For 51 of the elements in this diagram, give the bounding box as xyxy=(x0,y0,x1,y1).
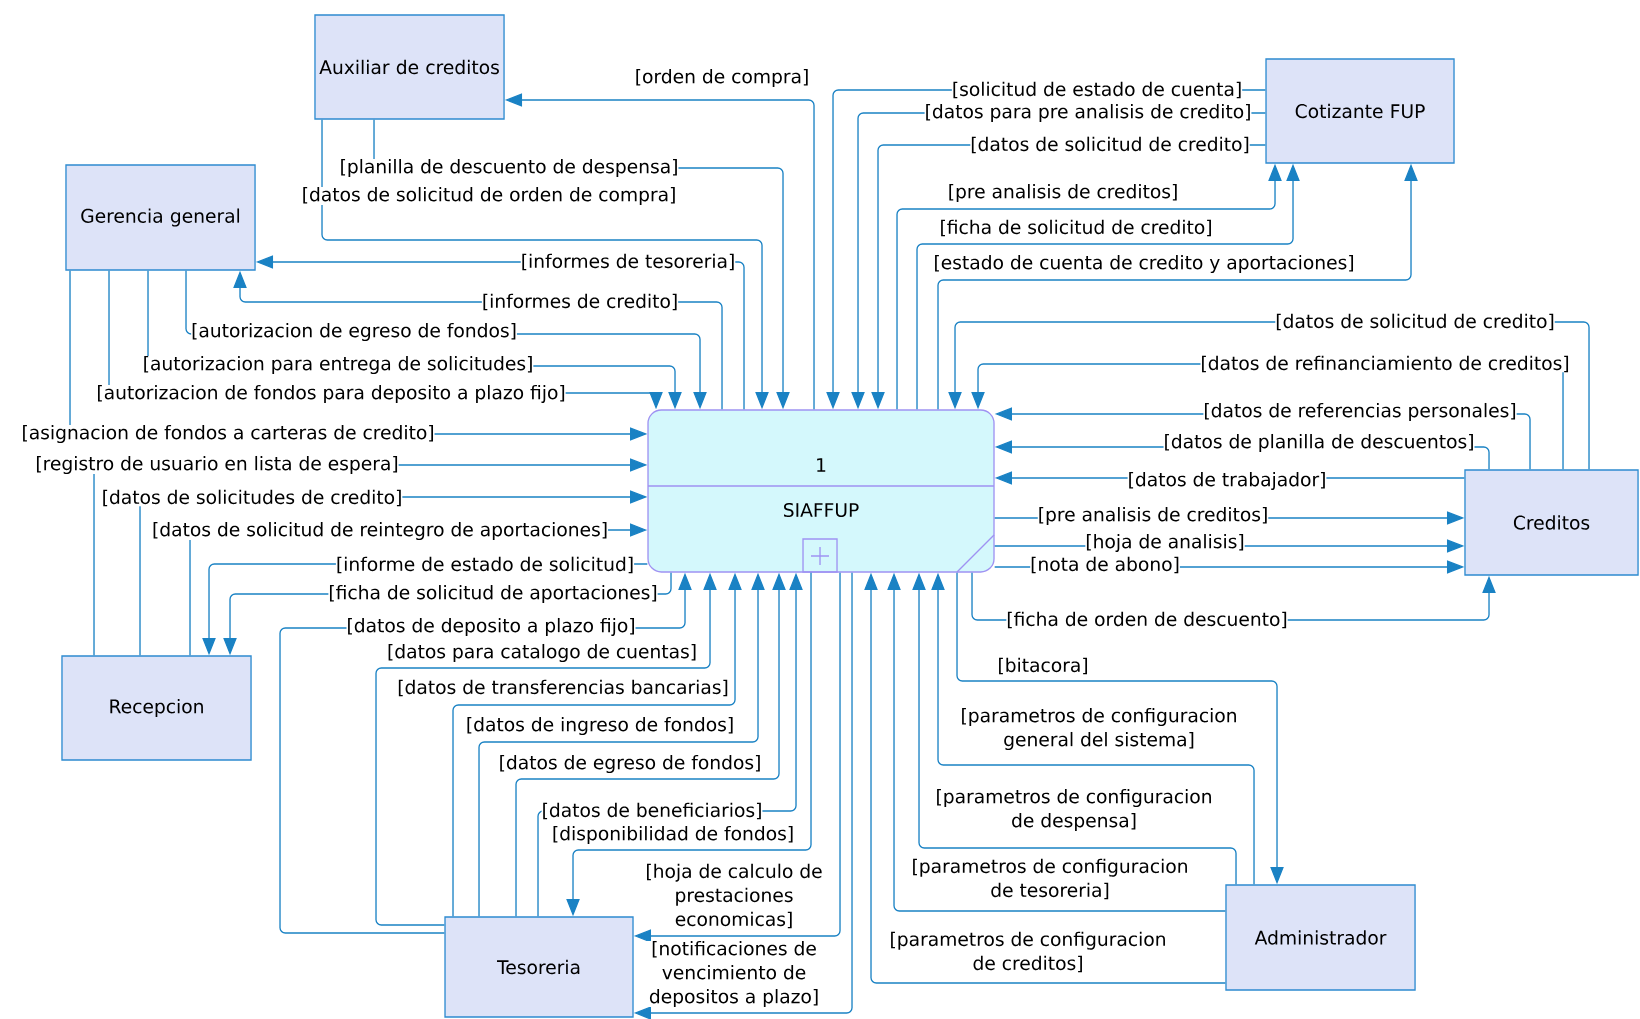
edge-label: [parametros de configuracion de tesoreria] xyxy=(903,858,1197,900)
edge-label: [orden de compra] xyxy=(634,68,810,88)
edge-label: [bitacora] xyxy=(997,657,1089,675)
edge-label: [datos de solicitud de orden de compra] xyxy=(301,186,677,206)
entity-box: Recepcion xyxy=(61,655,252,761)
edge-label: [parametros de configuracion de creditos] xyxy=(881,931,1175,973)
edge-label: [datos para catalogo de cuentas] xyxy=(387,643,697,663)
edge-label: [datos de solicitud de credito] xyxy=(1275,313,1555,331)
edge-label: [datos para pre analisis de credito] xyxy=(924,103,1252,123)
edge-label: [informes de tesoreria] xyxy=(520,253,736,271)
edge-label: [datos de egreso de fondos] xyxy=(498,754,762,774)
entity-box: Auxiliar de creditos xyxy=(314,14,505,120)
edge-label: [ficha de solicitud de aportaciones] xyxy=(328,584,658,604)
edge-label: [datos de transferencias bancarias] xyxy=(397,679,729,697)
edge-label: [datos de solicitudes de credito] xyxy=(101,489,403,507)
edge-label: [datos de solicitud de credito] xyxy=(970,136,1250,154)
edge-label: [pre analisis de creditos] xyxy=(1037,506,1269,526)
edge-label: [datos de referencias personales] xyxy=(1203,402,1517,422)
entity-box: Tesoreria xyxy=(444,916,634,1018)
edge-label: [nota de abono] xyxy=(1030,556,1180,574)
edge-label: [datos de refinanciamiento de creditos] xyxy=(1200,355,1570,373)
edge-label: [datos de planilla de descuentos] xyxy=(1163,433,1475,453)
edge-label: [datos de deposito a plazo fijo] xyxy=(346,617,636,637)
edge-label: [planilla de descuento de despensa] xyxy=(339,158,679,178)
edge-label: [datos de ingreso de fondos] xyxy=(465,716,735,736)
entity-box: Cotizante FUP xyxy=(1265,58,1455,164)
edge-label: [pre analisis de creditos] xyxy=(947,183,1179,203)
edge-label: [ficha de solicitud de credito] xyxy=(939,219,1213,237)
edge-label: [solicitud de estado de cuenta] xyxy=(951,81,1243,99)
edge-label: [asignacion de fondos a carteras de credito] xyxy=(21,424,435,444)
edge-label: [hoja de analisis] xyxy=(1085,533,1245,553)
edge-label: [autorizacion de fondos para deposito a plazo fijo] xyxy=(96,384,566,404)
edge-label: [informe de estado de solicitud] xyxy=(335,556,635,574)
edge-label: [parametros de configuracion general del sistema] xyxy=(952,707,1246,751)
edge-label: [datos de beneficiarios] xyxy=(541,802,763,820)
edge-label: [estado de cuenta de credito y aportaciones] xyxy=(933,254,1355,274)
edge-label: [notificaciones de vencimiento de depositos a plazo] xyxy=(634,940,834,1008)
edge-label: [disponibilidad de fondos] xyxy=(551,825,795,845)
entity-box: Administrador xyxy=(1225,884,1416,991)
edge-label: [ficha de orden de descuento] xyxy=(1006,611,1288,629)
edge-label: [autorizacion de egreso de fondos] xyxy=(191,322,517,342)
edge-label: [registro de usuario en lista de espera] xyxy=(35,455,399,475)
edge-label: [parametros de configuracion de despensa] xyxy=(927,788,1221,832)
edge-label: [autorizacion para entrega de solicitudes] xyxy=(142,355,534,375)
edge-label: [hoja de calculo de prestaciones economicas] xyxy=(634,863,834,929)
edge-label: [datos de solicitud de reintegro de aportaciones] xyxy=(152,521,609,541)
entity-box: Creditos xyxy=(1464,469,1639,576)
edge-label: [datos de trabajador] xyxy=(1127,471,1327,491)
entity-box: Gerencia general xyxy=(65,164,256,271)
edge-label: [informes de credito] xyxy=(481,293,679,311)
process-box: 1 SIAFFUP xyxy=(647,409,995,573)
